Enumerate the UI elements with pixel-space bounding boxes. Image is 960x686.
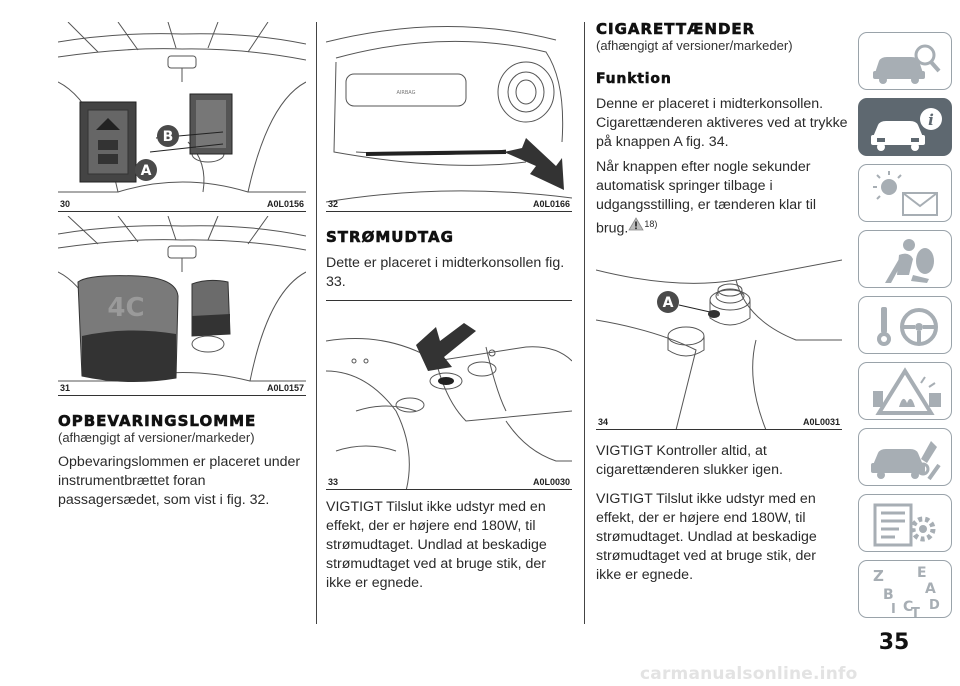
- figure-caption: 32 A0L0166: [326, 195, 572, 209]
- figure-number: 31: [60, 383, 71, 393]
- car-search-icon: [873, 44, 941, 84]
- alpha-letter: E: [917, 565, 927, 581]
- page-number: 35: [878, 630, 910, 655]
- tab-alphabetical-index[interactable]: Z E A B C D I T: [858, 560, 952, 619]
- heading-storage-pocket: OPBEVARINGSLOMME: [58, 412, 257, 431]
- svg-text:i: i: [928, 111, 934, 129]
- figure-code: A0L0030: [532, 477, 570, 487]
- column-divider: [584, 22, 585, 624]
- figure-caption: 30 A0L0156: [58, 195, 306, 209]
- storage-pocket-illustration: 4C: [58, 216, 306, 383]
- warning-lighter-off: VIGTIGT Kontroller altid, at cigarettænd…: [596, 443, 783, 478]
- svg-text:AIRBAG: AIRBAG: [396, 90, 415, 96]
- paragraph-lighter-location: Denne er placeret i midterkonsollen. Cig…: [596, 96, 848, 150]
- car-service-icon: [871, 441, 941, 481]
- steering-key-icon: [877, 307, 938, 346]
- section-storage-pocket: OPBEVARINGSLOMME (afhængigt af versioner…: [58, 412, 308, 510]
- figure-caption: 33 A0L0030: [326, 473, 572, 487]
- tab-technical-data[interactable]: [858, 494, 952, 552]
- badge-text: 4C: [107, 293, 144, 323]
- section-power-socket: STRØMUDTAG Dette er placeret i midterkon…: [326, 228, 574, 292]
- road-warning-icon: [873, 367, 941, 415]
- arrow-indicator: [416, 323, 476, 371]
- subheading-versions: (afhængigt af versioner/markeder): [596, 38, 793, 53]
- paragraph-lighter-ready: Når knappen efter nogle sekunder automat…: [596, 158, 848, 239]
- figure-31: 4C 31 A0L0157: [58, 216, 306, 396]
- figure-code: A0L0156: [266, 199, 304, 209]
- alpha-letter: T: [911, 606, 920, 619]
- car-info-icon: i: [871, 108, 942, 151]
- warnings-cigarette-lighter: VIGTIGT Kontroller altid, at cigarettænd…: [596, 442, 840, 585]
- callout-b: B: [163, 129, 174, 145]
- subheading-versions: (afhængigt af versioner/markeder): [58, 430, 255, 445]
- footnote-ref: 18): [644, 219, 658, 229]
- warning-light-message-icon: [873, 171, 938, 216]
- alphabet-index-icon: Z E A B C D I T: [873, 565, 940, 619]
- figure-30: B A 30 A0L0156: [58, 22, 306, 212]
- ready-text: Når knappen efter nogle sekunder automat…: [596, 159, 817, 237]
- paragraph-power-socket: Dette er placeret i midterkonsollen fig.…: [326, 255, 565, 290]
- alpha-letter: C: [903, 599, 913, 615]
- figure-number: 34: [598, 417, 609, 427]
- dashboard-glovebox-illustration: AIRBAG: [326, 26, 572, 203]
- figure-33: 33 A0L0030: [326, 300, 572, 490]
- figure-number: 30: [60, 199, 71, 209]
- alpha-letter: D: [929, 598, 940, 613]
- figure-caption: 31 A0L0157: [58, 379, 306, 393]
- column-divider: [316, 22, 317, 624]
- lighter-button-illustration: A: [596, 259, 842, 429]
- alpha-letter: B: [883, 587, 894, 603]
- watermark: carmanualsonline.info: [640, 664, 858, 684]
- warning-power-socket: VIGTIGT Tilslut ikke udstyr med en effek…: [326, 498, 562, 593]
- figure-code: A0L0031: [802, 417, 840, 427]
- heading-cigarette-lighter: CIGARETTÆNDER: [596, 20, 756, 39]
- tab-warning-lights[interactable]: [858, 164, 952, 222]
- alpha-letter: A: [925, 581, 936, 597]
- tab-vehicle-info[interactable]: i: [858, 98, 952, 156]
- subheading-function: Funktion: [596, 71, 672, 88]
- tab-starting-driving[interactable]: [858, 296, 952, 354]
- figure-number: 33: [328, 477, 339, 487]
- callout-a: A: [663, 295, 674, 311]
- paragraph-storage-pocket: Opbevaringslommen er placeret under inst…: [58, 454, 301, 508]
- specifications-gear-icon: [873, 503, 936, 547]
- tab-vehicle-knowledge[interactable]: [858, 32, 952, 90]
- airbag-seat-icon: [885, 239, 934, 283]
- storage-compartment-illustration-a: B A: [58, 22, 306, 193]
- figure-code: A0L0157: [266, 383, 304, 393]
- tab-safety[interactable]: [858, 230, 952, 288]
- figure-caption: 34 A0L0031: [596, 413, 842, 427]
- tab-maintenance[interactable]: [858, 428, 952, 486]
- figure-number: 32: [328, 199, 339, 209]
- warning-power-limit: VIGTIGT Tilslut ikke udstyr med en effek…: [596, 491, 817, 583]
- section-cigarette-lighter: CIGARETTÆNDER (afhængigt af versioner/ma…: [596, 20, 848, 239]
- alpha-letter: I: [891, 602, 896, 617]
- center-console-socket-illustration: [326, 323, 572, 489]
- heading-power-socket: STRØMUDTAG: [326, 228, 454, 247]
- figure-code: A0L0166: [532, 199, 570, 209]
- tab-emergency[interactable]: [858, 362, 952, 420]
- callout-a: A: [141, 163, 152, 179]
- warning-text: VIGTIGT Tilslut ikke udstyr med en effek…: [326, 499, 547, 591]
- warning-triangle-icon: [628, 216, 645, 231]
- figure-34: A 34 A0L0031: [596, 240, 842, 430]
- figure-32: AIRBAG 32 A0L0166: [326, 22, 572, 212]
- alpha-letter: Z: [873, 567, 884, 585]
- arrow-indicator: [504, 138, 564, 190]
